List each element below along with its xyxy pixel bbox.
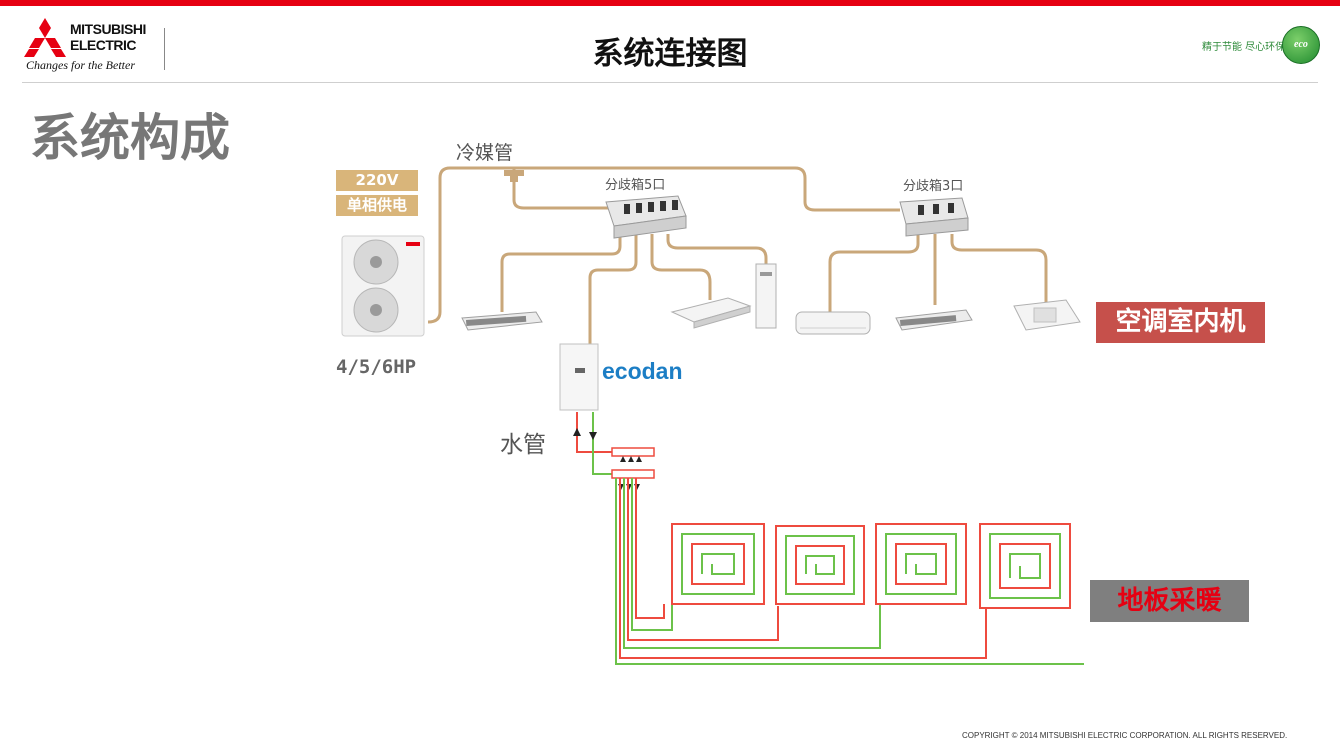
mitsubishi-logo: MITSUBISHI ELECTRIC Changes for the Bett…	[24, 18, 174, 74]
ecodan-logo: ecodan	[602, 358, 683, 384]
voltage-label: 220V	[336, 170, 418, 191]
logo-divider	[164, 28, 165, 70]
floor-loop-1	[671, 523, 765, 605]
water-pipe-label: 水管	[500, 432, 546, 458]
indoor-unit-cassette-1	[670, 297, 752, 329]
floor-heating-loops	[671, 523, 1071, 609]
branch-box-3-unit	[899, 197, 969, 237]
indoor-unit-wall-mounted	[795, 311, 871, 335]
capacity-label: 4/5/6HP	[336, 356, 417, 378]
eco-changes-badge: eco	[1282, 26, 1320, 64]
brand-name-line1: MITSUBISHI	[70, 21, 146, 37]
indoor-units-label: 空调室内机	[1096, 302, 1265, 343]
refrigerant-pipes	[427, 166, 1048, 345]
indoor-unit-duct-2	[895, 309, 973, 331]
refrigerant-pipe-label: 冷媒管	[456, 142, 514, 164]
floor-heating-label: 地板采暖	[1090, 580, 1249, 622]
section-title: 系统构成	[30, 109, 230, 167]
floor-loop-3	[875, 523, 967, 605]
brand-slogan: 精于节能 尽心环保	[1202, 42, 1286, 53]
floor-heating-feed-lines	[615, 478, 1084, 665]
indoor-unit-floor-standing	[755, 263, 777, 329]
indoor-unit-duct-1	[461, 311, 543, 331]
page-title: 系统连接图	[592, 36, 748, 72]
phase-label: 单相供电	[336, 195, 418, 216]
branch-box-5-label: 分歧箱5口	[605, 178, 666, 193]
floor-loop-4	[979, 523, 1071, 609]
branch-box-3-label: 分歧箱3口	[903, 179, 964, 194]
water-pipes-riser	[576, 412, 612, 475]
indoor-unit-cassette-2	[1013, 299, 1081, 331]
top-accent-bar	[0, 0, 1340, 6]
floor-loop-2	[775, 525, 865, 605]
copyright-footer: COPYRIGHT © 2014 MITSUBISHI ELECTRIC COR…	[962, 731, 1288, 740]
pipe-t-joint	[504, 170, 524, 182]
branch-box-5-unit	[605, 195, 687, 239]
outdoor-unit	[341, 235, 425, 337]
header-divider	[22, 82, 1318, 83]
ecodan-hydro-unit	[559, 343, 599, 411]
three-diamonds-icon	[24, 18, 66, 57]
arrow-up-icon	[573, 428, 581, 436]
brand-name-line2: ELECTRIC	[70, 37, 137, 53]
brand-tagline: Changes for the Better	[26, 58, 135, 72]
arrow-down-icon	[589, 432, 597, 440]
